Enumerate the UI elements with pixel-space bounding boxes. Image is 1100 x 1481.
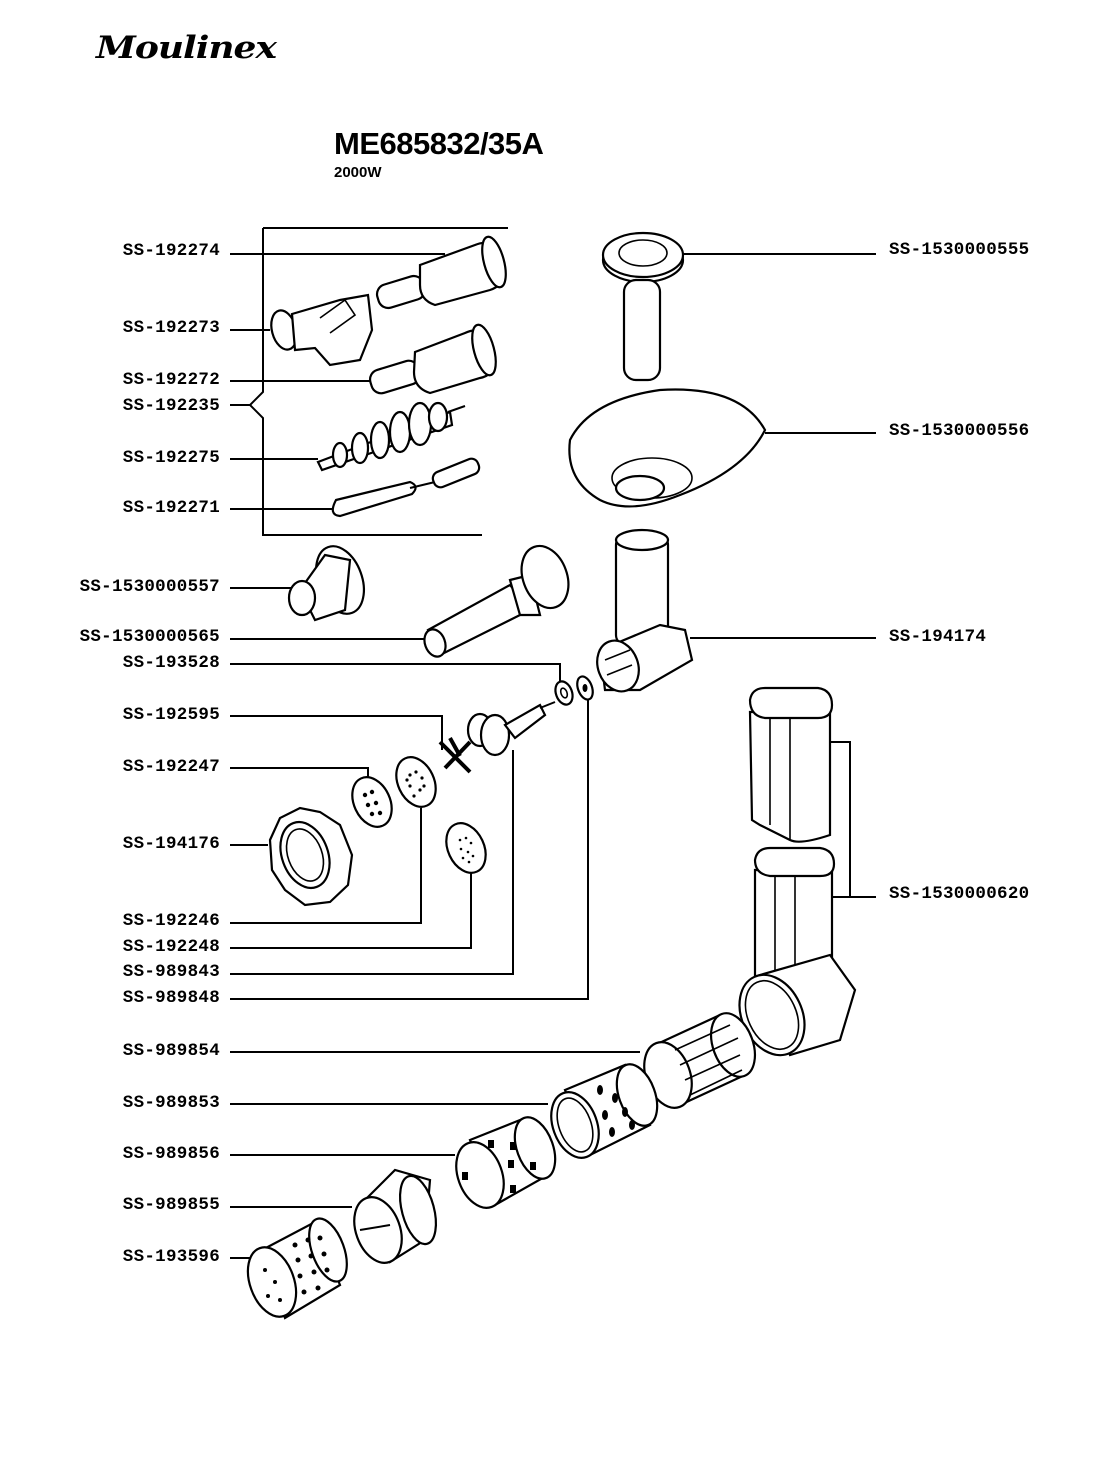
- part-drum-989856: [455, 1116, 557, 1209]
- part-label-ss-1530000557: SS-1530000557: [79, 577, 220, 597]
- part-feed-screw: [316, 401, 466, 472]
- part-label-ss-192274: SS-192274: [122, 241, 220, 261]
- part-washers: [554, 675, 594, 706]
- part-label-ss-192595: SS-192595: [122, 705, 220, 725]
- part-label-ss-192272: SS-192272: [122, 370, 220, 390]
- part-cleaning-brush: [331, 457, 481, 518]
- part-label-ss-192235: SS-192235: [122, 396, 220, 416]
- part-label-ss-193596: SS-193596: [122, 1247, 220, 1267]
- part-cone: [287, 545, 365, 622]
- part-label-ss-194176: SS-194176: [122, 834, 220, 854]
- part-blade-assembly: [438, 701, 556, 774]
- part-sausage-nozzle-small: [368, 323, 497, 395]
- part-plate-coarse: [351, 776, 393, 828]
- part-drum-193596: [246, 1217, 348, 1320]
- part-label-ss-192273: SS-192273: [122, 318, 220, 338]
- part-label-ss-989856: SS-989856: [122, 1144, 220, 1164]
- part-label-ss-192271: SS-192271: [122, 498, 220, 518]
- part-kebbe-attachment: [270, 293, 374, 367]
- part-plate-fine: [445, 822, 487, 874]
- part-feed-tray: [568, 388, 767, 508]
- part-food-pusher: [601, 231, 685, 382]
- part-label-ss-989854: SS-989854: [122, 1041, 220, 1061]
- part-label-ss-194174: SS-194174: [889, 627, 987, 647]
- part-label-ss-989853: SS-989853: [122, 1093, 220, 1113]
- part-sausage-tube: [423, 544, 570, 658]
- part-drum-989854: [643, 1012, 757, 1109]
- part-label-ss-1530000565: SS-1530000565: [79, 627, 220, 647]
- part-drum-989855: [353, 1168, 438, 1264]
- part-label-ss-1530000620: SS-1530000620: [889, 884, 1030, 904]
- part-label-ss-192275: SS-192275: [122, 448, 220, 468]
- part-label-ss-989848: SS-989848: [122, 988, 220, 1008]
- part-label-ss-193528: SS-193528: [122, 653, 220, 673]
- part-label-ss-989843: SS-989843: [122, 962, 220, 982]
- part-label-ss-192246: SS-192246: [122, 911, 220, 931]
- brand-logo: Moulinex: [96, 30, 277, 66]
- model-number: ME685832/35A: [334, 126, 544, 161]
- part-drum-989853: [550, 1063, 659, 1159]
- part-label-ss-1530000556: SS-1530000556: [889, 421, 1030, 441]
- leader-lines: [230, 227, 876, 1259]
- part-label-ss-1530000555: SS-1530000555: [889, 240, 1030, 260]
- part-label-ss-192247: SS-192247: [122, 757, 220, 777]
- part-mincer-body: [596, 528, 694, 693]
- part-label-ss-192248: SS-192248: [122, 937, 220, 957]
- power-rating: 2000W: [334, 164, 382, 181]
- part-ring-nut: [268, 806, 354, 907]
- part-sausage-nozzle-large: [375, 235, 507, 310]
- part-label-ss-989855: SS-989855: [122, 1195, 220, 1215]
- part-plate-medium: [395, 756, 437, 808]
- part-grater-chute: [738, 686, 857, 1057]
